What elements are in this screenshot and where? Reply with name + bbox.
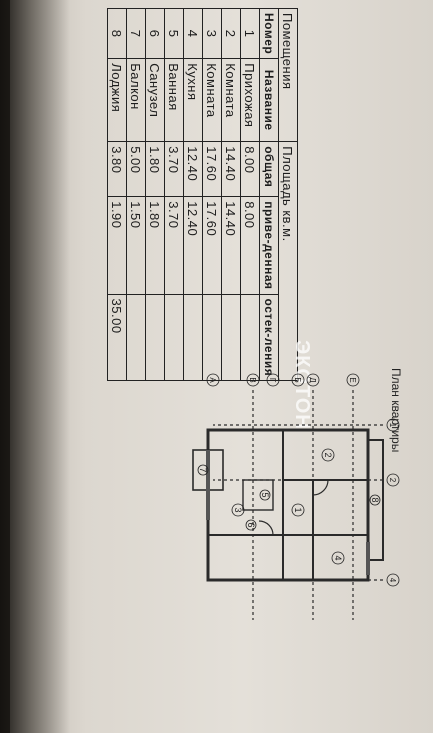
cell-glazing	[145, 294, 165, 381]
cell-reduced: 8.00	[240, 196, 260, 295]
cell-num: 8	[107, 8, 127, 59]
door-arc	[312, 479, 329, 496]
room-label: 1	[293, 507, 303, 512]
cell-name: Комната	[202, 58, 222, 142]
cell-name: Кухня	[183, 58, 203, 142]
cell-total: 14.40	[221, 141, 241, 197]
axis-marker: 2	[388, 478, 397, 483]
cell-name: Санузел	[145, 58, 165, 142]
axis-marker: Е	[348, 377, 357, 382]
axis-marker: А	[208, 377, 217, 383]
document-sheet	[10, 0, 433, 733]
cell-reduced: 1.80	[145, 196, 165, 295]
floor-plan-drawing: 1 2 3 4 5 6 7 8 1 2 4 Е Д	[192, 373, 400, 620]
cell-num: 3	[202, 8, 222, 59]
room-label: 6	[246, 522, 256, 527]
bathroom-outline	[242, 479, 274, 511]
cell-total: 5.00	[126, 141, 146, 197]
cell-name: Лоджия	[107, 58, 127, 142]
axis-marker: 1	[388, 423, 397, 428]
cell-name: Ванная	[164, 58, 184, 142]
cell-num: 4	[183, 8, 203, 59]
cell-reduced: 12.40	[183, 196, 203, 295]
cell-num: 1	[240, 8, 260, 59]
axis-marker: Б	[293, 377, 302, 382]
room-label: 5	[260, 492, 270, 497]
rooms-table: Помещения Площадь кв.м. Номер Название о…	[107, 8, 298, 381]
door-arc	[258, 520, 274, 536]
table-title: Помещения	[278, 8, 298, 142]
cell-total: 17.60	[202, 141, 222, 197]
cell-total: 1.80	[145, 141, 165, 197]
axis-marker: 4	[388, 578, 397, 583]
cell-total: 3.70	[164, 141, 184, 197]
header-number: Номер	[259, 8, 279, 59]
cell-glazing	[126, 294, 146, 381]
cell-total: 8.00	[240, 141, 260, 197]
room-label: 3	[233, 507, 243, 512]
axis-marker: Д	[308, 377, 317, 383]
cell-num: 2	[221, 8, 241, 59]
cell-reduced: 14.40	[221, 196, 241, 295]
cell-name: Комната	[221, 58, 241, 142]
axis-marker: Г	[268, 378, 277, 383]
cell-reduced: 17.60	[202, 196, 222, 295]
cell-reduced: 3.70	[164, 196, 184, 295]
header-reduced: приве-денная	[259, 196, 279, 295]
cell-reduced: 1.50	[126, 196, 146, 295]
axis-marker: В	[248, 377, 257, 382]
cell-num: 6	[145, 8, 165, 59]
cell-glazing: 35.00	[107, 294, 127, 381]
cell-reduced: 1.90	[107, 196, 127, 295]
room-label: 4	[333, 555, 343, 560]
cell-name: Балкон	[126, 58, 146, 142]
cell-total: 12.40	[183, 141, 203, 197]
room-label: 8	[370, 497, 380, 502]
room-label: 7	[198, 467, 208, 472]
room-label: 2	[323, 452, 333, 457]
loggia-outline	[367, 439, 384, 561]
cell-total: 3.80	[107, 141, 127, 197]
header-total: общая	[259, 141, 279, 197]
cell-num: 5	[164, 8, 184, 59]
cell-num: 7	[126, 8, 146, 59]
cell-name: Прихожая	[240, 58, 260, 142]
header-name: Название	[259, 58, 279, 142]
